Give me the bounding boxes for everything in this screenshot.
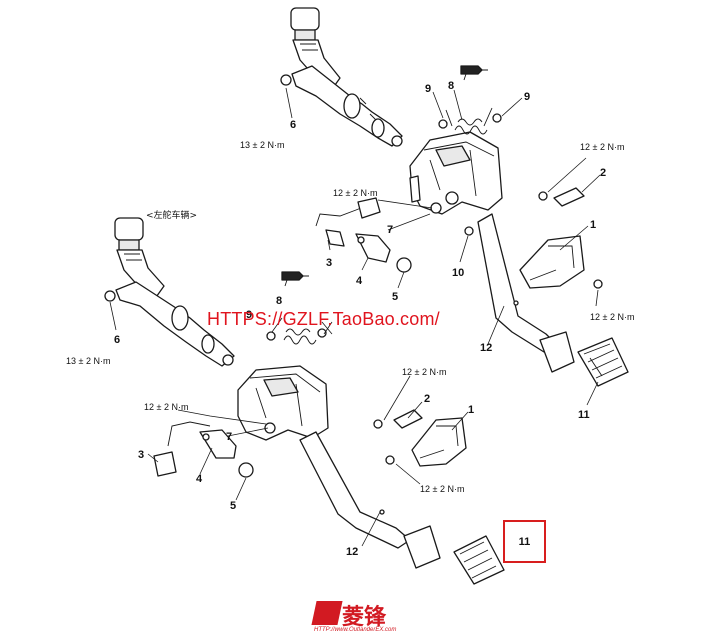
highlighted-callout-11: 11 (503, 520, 546, 563)
bottom-pedal-bracket (237, 365, 329, 441)
bottom-switch-4 (199, 429, 237, 459)
top-torque-1: 12 ± 2 N·m (590, 312, 634, 322)
bottom-nut-5 (238, 462, 254, 478)
top-harness-3 (315, 197, 381, 247)
top-pin-7 (430, 202, 442, 214)
top-callout-1: 1 (590, 219, 596, 231)
logo-url: HTTP://www.OutlanderEX.com (314, 627, 397, 633)
top-torque-6: 13 ± 2 N·m (240, 140, 284, 150)
top-bolt-9b (492, 113, 502, 123)
top-callout-9a: 9 (425, 83, 431, 95)
top-pedal-pad (577, 337, 629, 387)
top-bolt-9a (438, 119, 448, 129)
bottom-callout-5: 5 (230, 500, 236, 512)
top-assembly (280, 7, 629, 387)
bottom-callout-8: 8 (276, 295, 282, 307)
brand-logo: 菱锋 HTTP://www.OutlanderEX.com (311, 601, 414, 639)
bottom-switch-2 (373, 409, 423, 429)
top-master-cylinder (280, 65, 403, 147)
top-nut-5 (396, 257, 412, 273)
top-callout-12: 12 (480, 342, 492, 354)
logo-mark-icon (311, 601, 343, 625)
grease-gun-icon (460, 65, 488, 81)
bottom-torque-2: 12 ± 2 N·m (402, 367, 446, 377)
top-switch-4 (355, 233, 391, 263)
top-callout-11: 11 (578, 409, 590, 421)
bottom-callout-2: 2 (424, 393, 430, 405)
bottom-master-cylinder (104, 281, 235, 367)
top-torque-2: 12 ± 2 N·m (580, 142, 624, 152)
bottom-torque-6: 13 ± 2 N·m (66, 356, 110, 366)
top-callout-6: 6 (290, 119, 296, 131)
bottom-callout-6: 6 (114, 334, 120, 346)
top-callout-5: 5 (392, 291, 398, 303)
bottom-reservoir (114, 217, 165, 301)
top-switch-2 (538, 187, 585, 207)
top-pedal-bracket (409, 131, 503, 236)
caption-lhd: <左舵车辆> (146, 209, 197, 221)
leader-lines (109, 87, 601, 547)
bottom-callout-3: 3 (138, 449, 144, 461)
bottom-callout-4: 4 (196, 473, 203, 485)
top-callout-9b: 9 (524, 91, 530, 103)
highlight-label: 11 (518, 535, 531, 548)
bottom-bracket-1 (385, 417, 467, 467)
top-callout-7: 7 (387, 224, 393, 236)
bottom-callout-12: 12 (346, 546, 358, 558)
top-callout-4: 4 (356, 275, 363, 287)
top-callout-8: 8 (448, 80, 454, 92)
bottom-torque-7: 12 ± 2 N·m (144, 402, 188, 412)
top-torque-7: 12 ± 2 N·m (333, 188, 377, 198)
bottom-harness-3 (153, 421, 211, 477)
top-bracket-1 (519, 235, 603, 289)
logo-name: 菱锋 (342, 605, 387, 630)
bottom-pedal-pad (453, 535, 505, 585)
bottom-callout-9: 9 (246, 309, 252, 321)
bottom-return-spring (266, 328, 327, 345)
watermark-url: HTTPS://GZLF.TaoBao.com/ (207, 309, 440, 329)
top-callout-2: 2 (600, 167, 606, 179)
bottom-pedal-arm (299, 431, 441, 569)
bottom-callout-1: 1 (468, 404, 474, 416)
top-return-spring (445, 107, 493, 135)
bottom-grease-gun-icon (281, 271, 309, 287)
top-callout-10: 10 (452, 267, 464, 279)
bottom-torque-1: 12 ± 2 N·m (420, 484, 464, 494)
bottom-callout-7: 7 (226, 431, 232, 443)
top-pedal-arm (477, 213, 575, 373)
bottom-assembly (104, 217, 505, 585)
top-callout-3: 3 (326, 257, 332, 269)
